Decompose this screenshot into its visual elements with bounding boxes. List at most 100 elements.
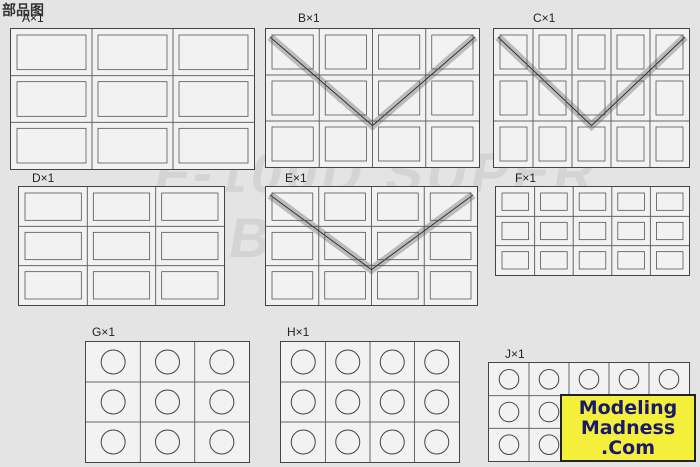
part: [92, 271, 151, 300]
round-part: [538, 369, 560, 390]
part: [16, 34, 87, 71]
part: [540, 192, 568, 211]
part: [578, 251, 607, 270]
part: [24, 271, 82, 300]
round-part: [155, 389, 180, 415]
page-title: 部品图: [2, 2, 44, 18]
part: [616, 126, 645, 162]
part: [271, 231, 314, 261]
part: [655, 80, 684, 116]
part: [271, 126, 314, 162]
round-part: [100, 349, 126, 375]
part: [16, 127, 87, 164]
part: [501, 221, 530, 241]
part: [577, 34, 606, 70]
sprue-b-label: B×1: [298, 11, 320, 25]
part: [540, 251, 568, 270]
sprue-d: [18, 186, 225, 306]
part: [161, 271, 219, 300]
round-part: [335, 389, 361, 415]
part: [271, 34, 314, 70]
round-part: [290, 349, 316, 375]
wing-part-outline: [269, 194, 474, 271]
part: [24, 231, 82, 261]
part: [178, 127, 249, 164]
logo-line-3: .Com: [600, 437, 655, 459]
part: [16, 81, 87, 117]
logo-line-1: Modeling: [578, 397, 678, 419]
round-part: [379, 389, 405, 415]
part: [431, 34, 474, 70]
part: [97, 34, 168, 71]
modeling-madness-logo: Modeling Madness .Com: [560, 394, 696, 462]
part: [92, 192, 151, 221]
part: [24, 192, 82, 221]
part: [578, 221, 607, 241]
sprue-j-label: J×1: [505, 347, 525, 361]
part: [377, 271, 419, 300]
part: [431, 126, 474, 162]
round-part: [578, 369, 600, 390]
round-part: [335, 349, 361, 375]
wing-part-outline: [497, 36, 686, 127]
part: [577, 80, 606, 116]
part: [271, 192, 314, 221]
part: [538, 126, 567, 162]
part: [324, 34, 367, 70]
sprue-a: [10, 28, 255, 170]
round-part: [538, 434, 560, 455]
sprue-g: [85, 341, 250, 463]
part: [324, 192, 366, 221]
part: [429, 231, 472, 261]
round-part: [424, 429, 450, 455]
part: [97, 127, 168, 164]
part: [161, 192, 219, 221]
sprue-d-diagram: [19, 187, 224, 305]
round-part: [209, 429, 235, 455]
part: [178, 34, 249, 71]
part: [617, 192, 645, 211]
part: [324, 80, 367, 116]
part: [429, 192, 472, 221]
part: [324, 271, 366, 300]
logo-line-2: Madness: [580, 417, 676, 439]
sprue-h-label: H×1: [287, 325, 310, 339]
sprue-f-label: F×1: [515, 171, 537, 185]
round-part: [658, 369, 680, 390]
sprue-d-label: D×1: [32, 171, 55, 185]
part: [655, 126, 684, 162]
part: [178, 81, 249, 117]
round-part: [100, 389, 126, 415]
part: [616, 34, 645, 70]
round-part: [155, 349, 180, 375]
part: [578, 192, 607, 211]
part: [577, 126, 606, 162]
sprue-f: [495, 186, 690, 276]
sprue-e: [265, 186, 478, 306]
sprue-h: [280, 341, 460, 463]
round-part: [538, 401, 560, 423]
round-part: [155, 429, 180, 455]
part: [655, 251, 684, 270]
part: [324, 126, 367, 162]
part: [617, 221, 645, 241]
part: [538, 80, 567, 116]
sprue-c: [493, 28, 690, 168]
round-part: [424, 389, 450, 415]
sprue-b-diagram: [266, 29, 479, 167]
part: [377, 231, 419, 261]
round-part: [379, 349, 405, 375]
part: [271, 271, 314, 300]
part: [377, 192, 419, 221]
round-part: [335, 429, 361, 455]
part: [655, 192, 684, 211]
sprue-b: [265, 28, 480, 168]
part: [271, 80, 314, 116]
part: [161, 231, 219, 261]
part: [92, 231, 151, 261]
part: [97, 81, 168, 117]
sprue-c-label: C×1: [533, 11, 556, 25]
part: [501, 251, 530, 270]
round-part: [209, 389, 235, 415]
sprue-h-diagram: [281, 342, 459, 462]
